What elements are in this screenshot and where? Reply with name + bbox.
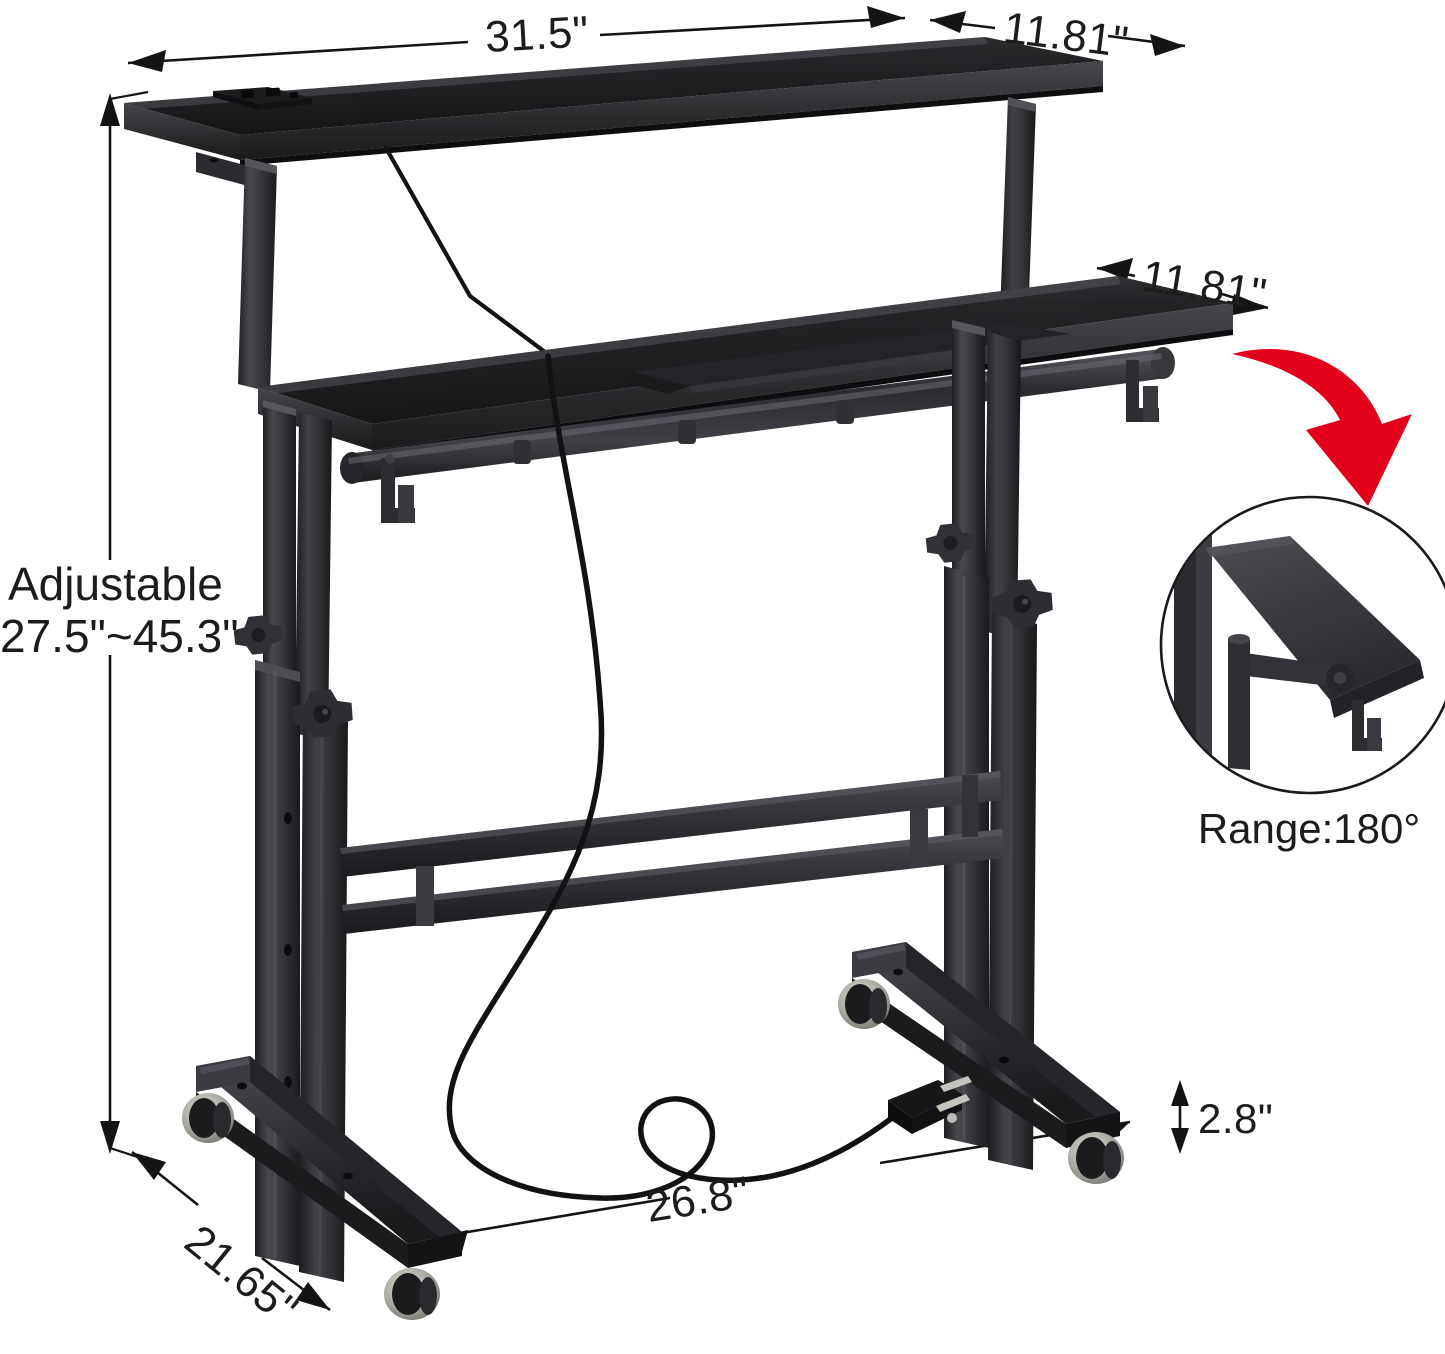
caster-right-front (1068, 1132, 1124, 1184)
hook-right (1126, 360, 1159, 422)
dim-caster-height (1171, 1080, 1189, 1154)
dim-top-width (127, 6, 906, 72)
dim-top-depth (929, 11, 1186, 56)
dim-top-width-label: 31.5" (484, 7, 590, 62)
hook-nub-1 (513, 440, 531, 464)
power-plug (888, 1076, 972, 1134)
dim-base-width-label: 26.8" (643, 1167, 753, 1232)
top-shelf-support-posts (238, 97, 1036, 392)
adjustable-label: Adjustable (8, 558, 223, 610)
foot-left (196, 1056, 462, 1268)
dim-middle-depth (1096, 258, 1269, 316)
top-shelf (124, 37, 1103, 186)
labels-group: 31.5" 11.81" Adjustable 27.5"~45.3" 11.8… (0, 3, 1420, 1334)
knob-right-lower[interactable] (991, 578, 1054, 629)
dim-caster-height-label: 2.8" (1198, 1095, 1273, 1142)
adjustable-range-label: 27.5"~45.3" (0, 610, 239, 662)
hook-left (381, 454, 415, 523)
dim-base-depth (131, 1150, 331, 1312)
knob-left-upper[interactable] (232, 614, 284, 657)
power-cord (446, 353, 972, 1201)
hook-nub-3 (836, 400, 854, 424)
adjustment-knobs (232, 522, 1054, 739)
power-strip (213, 87, 312, 110)
knob-right-upper[interactable] (924, 522, 976, 565)
power-cord-upper (383, 145, 548, 355)
tilt-detail-inset (1159, 495, 1445, 795)
caster-left-front (384, 1268, 440, 1320)
hook-nub-2 (678, 420, 696, 444)
range-caption: Range:180° (1198, 805, 1420, 852)
caster-left-back (182, 1093, 234, 1143)
caster-right-back (838, 979, 890, 1029)
base-feet (182, 942, 1124, 1320)
tilt-indicator-arrow (1232, 348, 1412, 506)
knob-left-lower[interactable] (291, 688, 354, 739)
foot-right (852, 942, 1120, 1148)
